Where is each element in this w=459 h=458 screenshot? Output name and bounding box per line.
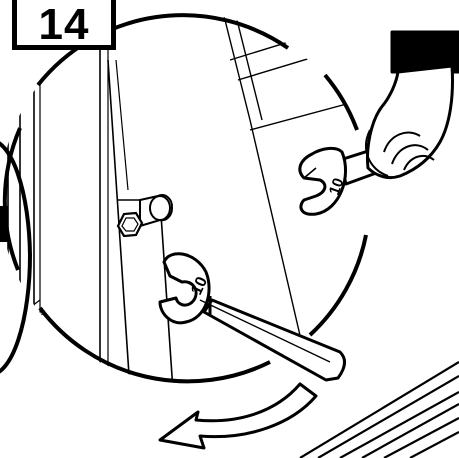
open-end-wrench-icon xyxy=(160,254,345,380)
step-number-box: 14 xyxy=(12,0,116,50)
hex-nut-icon xyxy=(118,213,142,236)
bolt xyxy=(140,195,172,226)
hand-icon xyxy=(366,32,459,178)
step-number: 14 xyxy=(39,3,90,47)
rotation-arrow-icon xyxy=(160,384,316,448)
